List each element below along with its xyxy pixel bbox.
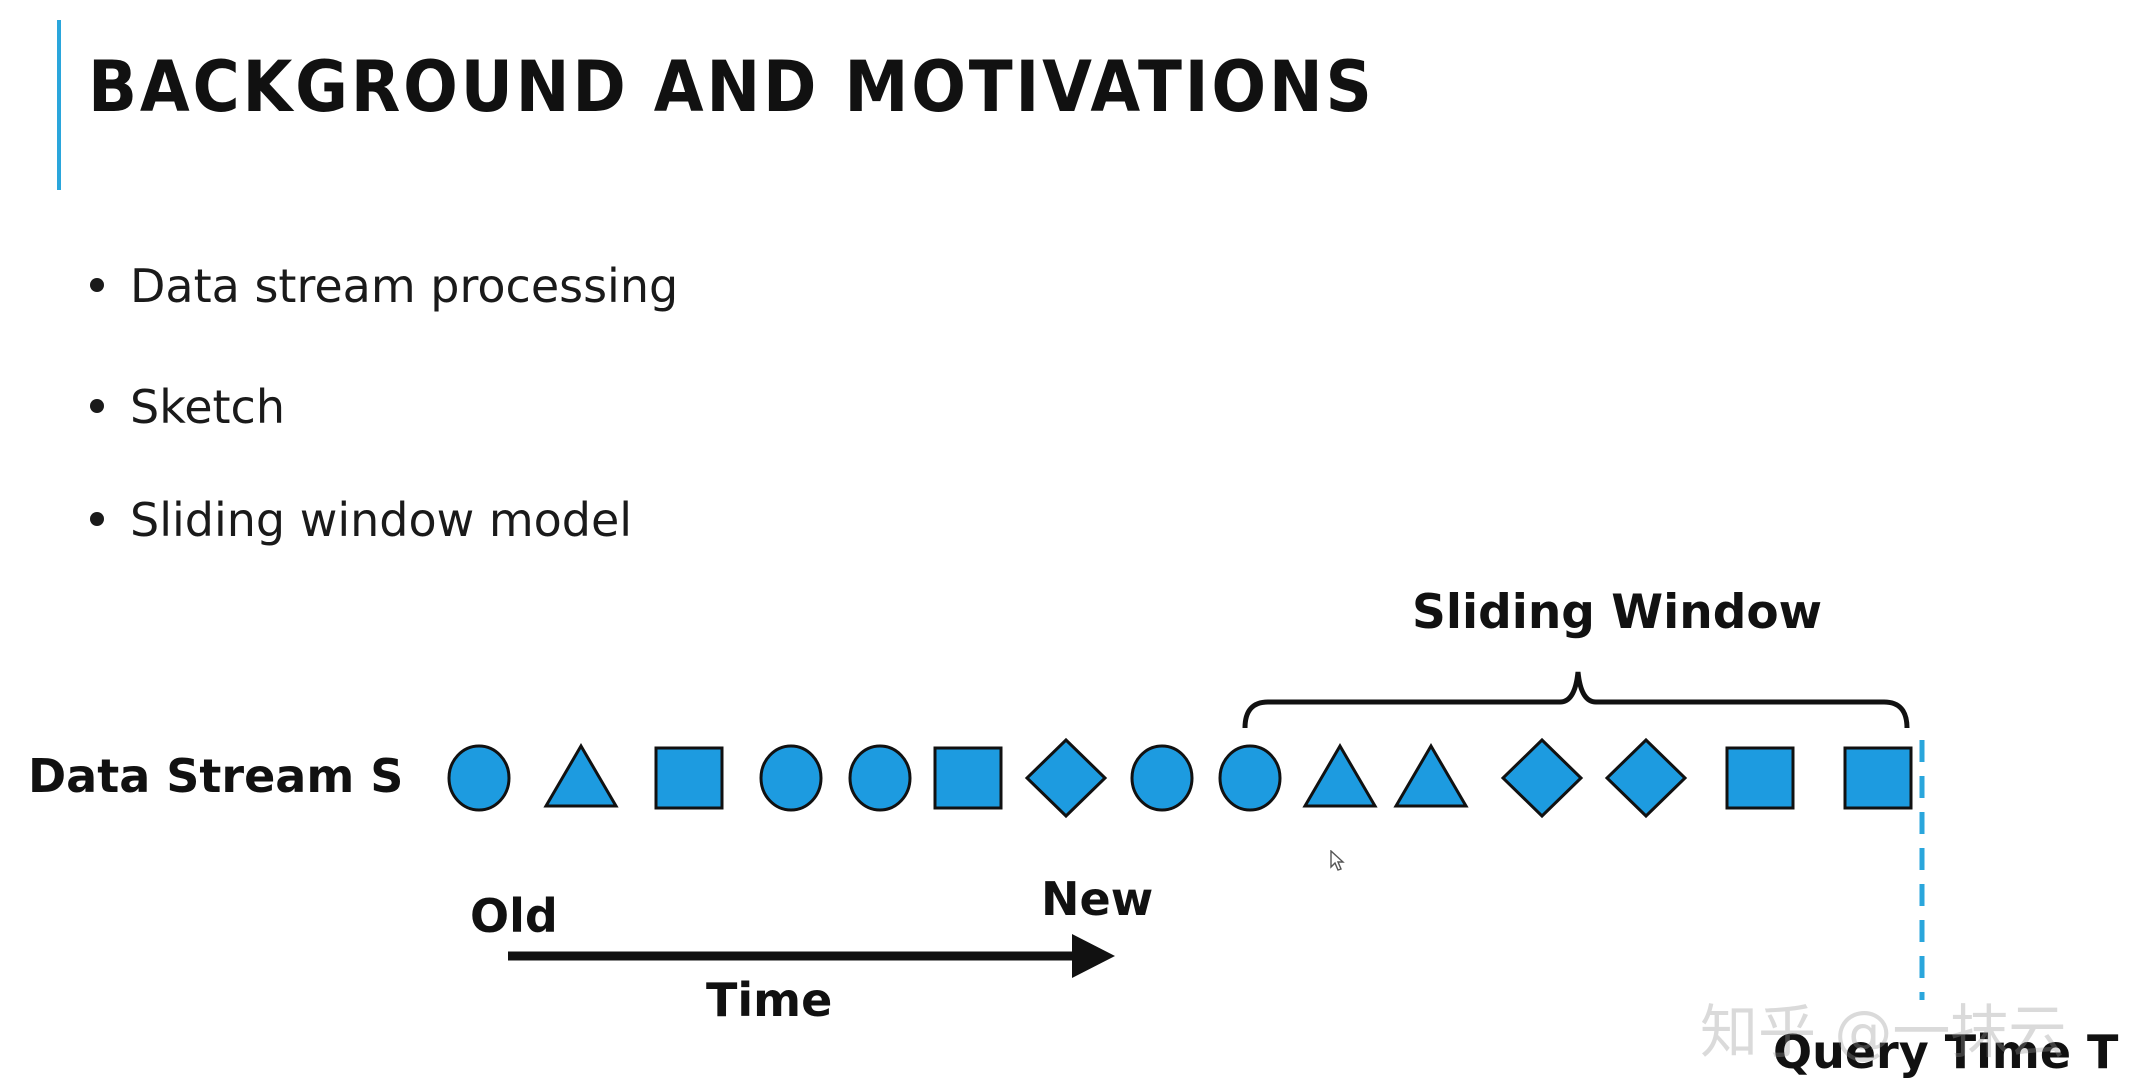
watermark: 知乎 @一抹云 [1700,998,2067,1066]
stream-item-diamond-icon [1604,737,1688,819]
new-label: New [1041,872,1153,926]
stream-item-square-icon [1843,746,1913,810]
bullet-item: Data stream processing [90,263,678,309]
stream-item-triangle-icon [1302,743,1378,808]
stream-item-circle-icon [759,744,823,812]
title-accent-bar [57,20,61,190]
stream-item-circle-icon [848,744,912,812]
stream-item-diamond-icon [1024,737,1108,819]
bullet-text: Sliding window model [130,493,633,547]
query-time-label: Query Time T [1773,1025,2119,1079]
stream-item-square-icon [1725,746,1795,810]
time-arrow-head-icon [1072,934,1115,978]
stream-items [447,737,1913,819]
sliding-window-label: Sliding Window [1412,585,1822,640]
time-label: Time [706,973,832,1027]
data-stream-label: Data Stream S [28,749,403,803]
bullet-item: Sliding window model [90,497,632,543]
bullet-dot-icon [90,399,104,413]
stream-item-triangle-icon [1393,743,1469,808]
stream-item-square-icon [933,746,1003,810]
stream-item-diamond-icon [1500,737,1584,819]
stream-item-circle-icon [1130,744,1194,812]
stream-item-circle-icon [447,744,511,812]
stream-item-circle-icon [1218,744,1282,812]
bullet-dot-icon [90,512,104,526]
stream-item-triangle-icon [543,743,619,808]
bullet-text: Data stream processing [130,259,679,313]
slide-title: BACKGROUND AND MOTIVATIONS [88,46,1375,128]
bullet-dot-icon [90,278,104,292]
old-label: Old [470,889,558,943]
stream-item-square-icon [654,746,724,810]
bullet-item: Sketch [90,384,285,430]
sliding-window-brace [1242,671,1910,729]
mouse-pointer-icon [1330,850,1345,871]
bullet-text: Sketch [130,380,285,434]
